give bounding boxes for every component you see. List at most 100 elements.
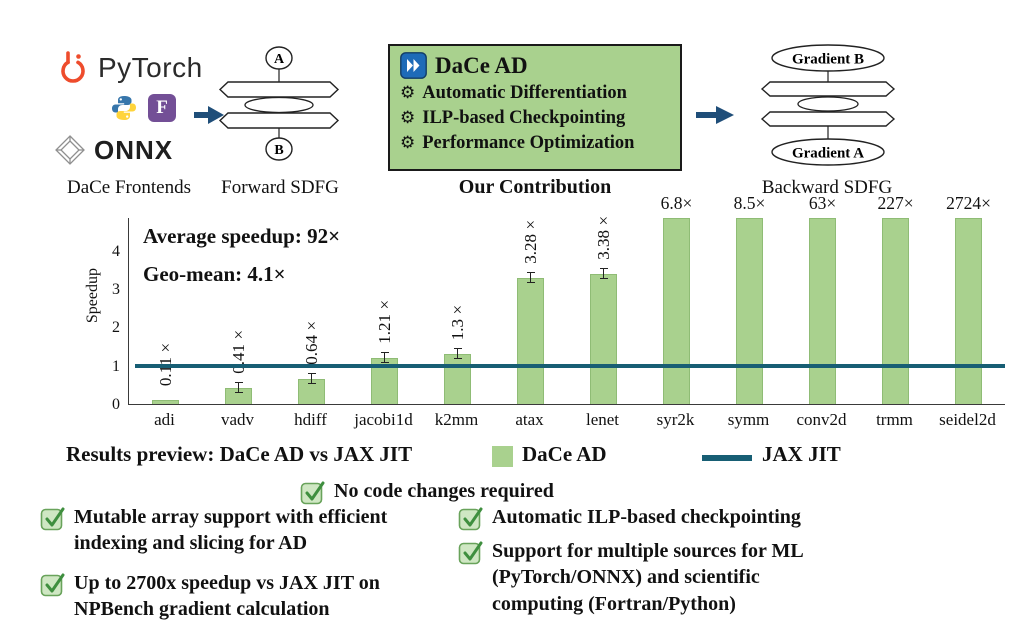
geomean-annotation: Geo-mean: 4.1× (143, 262, 286, 286)
contribution-item-label: Performance Optimization (422, 133, 635, 153)
x-axis-label: vadv (220, 410, 255, 429)
highlight-multiple-sources: Support for multiple sources for ML (PyT… (458, 538, 834, 617)
dace-ad-legend-label: DaCe AD (522, 442, 607, 466)
x-axis-label: k2mm (434, 410, 479, 429)
highlight-speedup: Up to 2700x speedup vs JAX JIT on NPBenc… (40, 570, 444, 623)
dace-ad-bar (517, 278, 544, 404)
highlight-text: Automatic ILP-based checkpointing (492, 506, 801, 528)
dace-ad-bar (298, 379, 325, 404)
backward-sdfg-diagram: Gradient B Gradient A (760, 44, 896, 166)
highlights-right-column: Automatic ILP-based checkpointing Suppor… (458, 504, 834, 617)
x-axis-label: hdiff (294, 410, 327, 429)
forward-sdfg-caption: Forward SDFG (221, 177, 339, 198)
gear-icon: ⚙ (400, 108, 416, 128)
pytorch-logo: PyTorch (56, 50, 203, 86)
error-bar-cap (526, 271, 535, 273)
checkbox-icon (40, 507, 65, 531)
average-speedup-annotation: Average speedup: 92× (143, 224, 341, 248)
bar-value-label: 0.11× (155, 337, 175, 386)
error-bar-cap (307, 382, 316, 384)
y-tick-label: 0 (112, 396, 120, 413)
checkbox-icon (458, 541, 483, 565)
y-tick-label: 4 (112, 242, 120, 260)
contribution-item-label: Automatic Differentiation (422, 83, 627, 103)
dace-ad-swatch (492, 446, 513, 467)
jax-jit-swatch (702, 455, 752, 461)
contribution-item: ⚙ ILP-based Checkpointing (400, 108, 670, 129)
bar-value-label: 0.64× (301, 316, 321, 365)
dace-logo-icon (400, 52, 427, 79)
bar-value-label: 1.21× (374, 295, 394, 344)
contribution-item-label: ILP-based Checkpointing (422, 108, 626, 128)
bar-value-label: 63× (808, 193, 837, 213)
y-tick-label: 2 (112, 319, 120, 337)
dace-ad-bar (444, 354, 471, 404)
x-axis-label: symm (727, 410, 770, 429)
dace-ad-bar (882, 218, 909, 404)
x-axis-label: trmm (876, 410, 913, 429)
error-bar-cap (453, 357, 462, 359)
contribution-title: DaCe AD (435, 52, 528, 78)
error-bar-cap (307, 372, 316, 374)
highlight-checkpointing: Automatic ILP-based checkpointing (458, 504, 834, 532)
error-bar (602, 269, 605, 279)
error-bar-cap (380, 361, 389, 363)
highlight-text: Support for multiple sources for ML (PyT… (492, 540, 803, 615)
bar-value-label: 227× (877, 193, 914, 213)
checkbox-icon (40, 573, 65, 597)
bar-value-label: 3.38× (593, 211, 613, 260)
error-bar-cap (234, 381, 243, 383)
pytorch-label: PyTorch (98, 52, 203, 83)
highlight-mutable-arrays: Mutable array support with efficient ind… (40, 504, 444, 557)
jax-jit-baseline (135, 364, 1005, 368)
bar-value-label: 6.8× (660, 193, 693, 213)
y-tick-label: 1 (112, 357, 120, 375)
dace-ad-bar (736, 218, 763, 404)
contribution-box: DaCe AD ⚙ Automatic Differentiation ⚙ IL… (388, 44, 682, 171)
forward-top-node: A (274, 52, 285, 67)
error-bar (310, 374, 313, 384)
highlights-left-column: Mutable array support with efficient ind… (40, 504, 444, 623)
contribution-header: DaCe AD (400, 52, 670, 79)
x-axis-label: syr2k (656, 410, 695, 429)
error-bar (383, 353, 386, 363)
bar-value-label: 1.3× (447, 299, 467, 340)
contribution-item: ⚙ Automatic Differentiation (400, 83, 670, 104)
highlight-no-code-changes: No code changes required (300, 478, 554, 506)
backward-sdfg-caption: Backward SDFG (761, 177, 893, 198)
pytorch-flame-icon (61, 51, 85, 83)
x-axis-label: seidel2d (939, 410, 996, 429)
onnx-logo: ONNX (54, 134, 173, 166)
highlight-text: No code changes required (334, 480, 554, 502)
x-axis-label: jacobi1d (354, 410, 413, 429)
python-fortran-logos: F (110, 94, 176, 122)
dace-ad-bar (152, 400, 179, 404)
x-axis-label: adi (154, 410, 175, 429)
contribution-caption: Our Contribution (458, 176, 612, 198)
dace-ad-bar (590, 274, 617, 404)
x-axis-label: conv2d (796, 410, 847, 429)
error-bar-cap (526, 281, 535, 283)
jax-jit-legend-label: JAX JIT (762, 442, 841, 466)
x-axis-label: atax (515, 410, 544, 429)
error-bar-cap (599, 267, 608, 269)
x-axis: adi vadv hdiff jacobi1d k2mm atax lenet syr2k sy… (128, 410, 1005, 434)
bar-value-label: 2724× (946, 193, 991, 213)
checkbox-icon (300, 481, 325, 505)
x-axis-label: lenet (585, 410, 620, 429)
fortran-icon: F (148, 94, 176, 122)
dace-ad-bar (663, 218, 690, 404)
right-arrow-icon (696, 106, 734, 124)
error-bar (456, 349, 459, 359)
python-icon (112, 96, 136, 120)
results-preview-title: Results preview: DaCe AD vs JAX JIT (66, 442, 413, 466)
frontends-caption: DaCe Frontends (66, 177, 191, 198)
dace-ad-bar (809, 218, 836, 404)
bar-value-label: 3.28× (520, 215, 540, 264)
error-bar-cap (380, 351, 389, 353)
contribution-item: ⚙ Performance Optimization (400, 133, 670, 154)
forward-bottom-node: B (274, 143, 283, 158)
dace-ad-bar (955, 218, 982, 404)
